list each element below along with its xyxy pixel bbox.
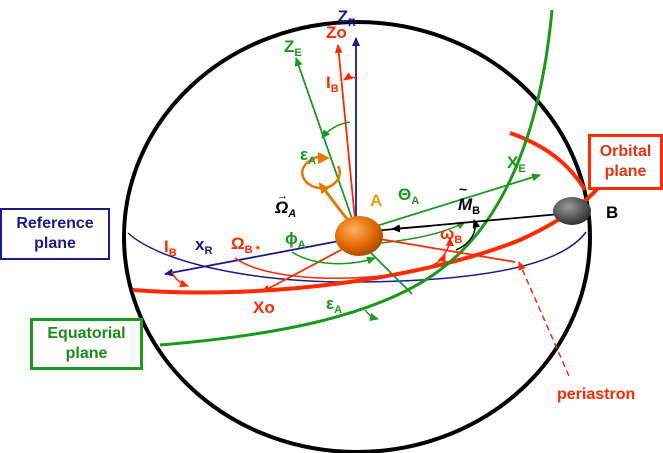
label-m-b: MB: [458, 195, 480, 217]
label-omega-node: ΩB *: [231, 234, 261, 256]
orbital-plane-line-1: Orbital: [599, 143, 652, 160]
equatorial-plane-box: Equatorial plane: [30, 318, 143, 370]
periastron-direction: [361, 235, 516, 263]
z-e-axis: [294, 57, 357, 231]
m-b-arc: [455, 219, 481, 251]
label-omega-vec: ΩA: [274, 198, 296, 220]
phi-a-arc: [291, 251, 376, 265]
omega-a-rotation: [301, 154, 341, 190]
omega-vec-arrow-glyph: →: [277, 190, 288, 202]
orbital-plane-curve: [132, 149, 624, 295]
label-z-o: Zo: [326, 23, 347, 42]
equatorial-plane-line-1: Equatorial: [47, 325, 126, 342]
label-phi: ϕA: [285, 229, 306, 251]
periastron-pointer: [518, 261, 570, 377]
i-b-top-arc: [343, 72, 357, 81]
orbital-plane-arc-upper: [509, 131, 587, 192]
label-omega-peri: ωB: [440, 224, 462, 246]
label-star-b: B: [606, 203, 618, 222]
label-i-b-left: IB: [164, 237, 177, 259]
a-to-b-arrow: [391, 224, 431, 233]
i-b-left-arc: [171, 271, 189, 288]
omega-a-rotation-tip: [318, 152, 330, 164]
z-o-axis: [334, 44, 357, 231]
star-b: [553, 197, 591, 225]
x-e-axis: [356, 173, 541, 233]
equatorial-plane-curve: [159, 9, 554, 347]
reference-plane-box: Reference plane: [0, 208, 110, 260]
label-eps-top: εA: [300, 145, 316, 167]
eps-top-arc: [321, 121, 351, 139]
eps-bottom-arc: [364, 309, 379, 321]
star-a: [335, 216, 383, 256]
label-i-b-top: IB: [326, 73, 339, 95]
label-z-r: ZR: [338, 7, 356, 29]
x-o-axis: [261, 241, 357, 293]
label-x-e: XE: [507, 153, 526, 175]
equatorial-plane-line-2: plane: [65, 345, 108, 362]
a-to-b-line: [361, 213, 561, 233]
label-x-o: Xo: [253, 298, 275, 317]
label-z-e: ZE: [284, 37, 302, 59]
label-periastron: periastron: [557, 386, 635, 403]
orbital-plane-line-2: plane: [604, 163, 647, 180]
reference-plane-line-1: Reference: [16, 215, 94, 232]
label-eps-bottom: εA: [326, 294, 342, 316]
label-star-a: A: [370, 191, 382, 210]
omega-b-star-arc: [234, 253, 446, 279]
label-x-r: xR: [195, 235, 212, 257]
m-b-tilde-glyph: ~: [459, 181, 467, 197]
label-theta: ΘA: [398, 185, 419, 207]
reference-plane-line-2: plane: [34, 235, 76, 252]
x-r-axis: [164, 237, 356, 277]
orbital-plane-box: Orbital plane: [588, 134, 663, 190]
celestial-sphere-outline: [122, 20, 592, 453]
